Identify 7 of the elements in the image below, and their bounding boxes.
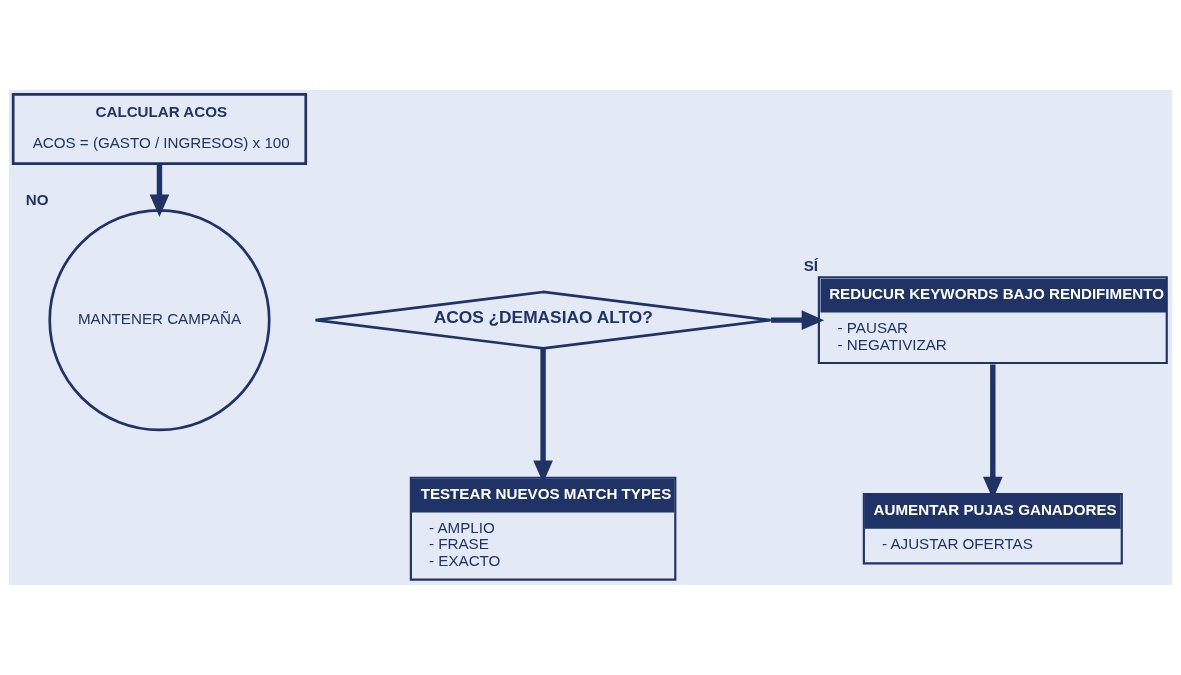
node-box: CALCULAR ACOS ACOS = (GASTO / INGRESOS) x 100 (11, 92, 308, 166)
node-diamond: ACOS ¿DEMASIAO ALTO? (314, 290, 772, 350)
node-circle: MANTENER CAMPAÑA (48, 209, 271, 432)
arrow (771, 310, 825, 330)
node-label: NO (25, 191, 49, 209)
arrow (149, 163, 170, 218)
node-label: SÍ (803, 257, 819, 275)
